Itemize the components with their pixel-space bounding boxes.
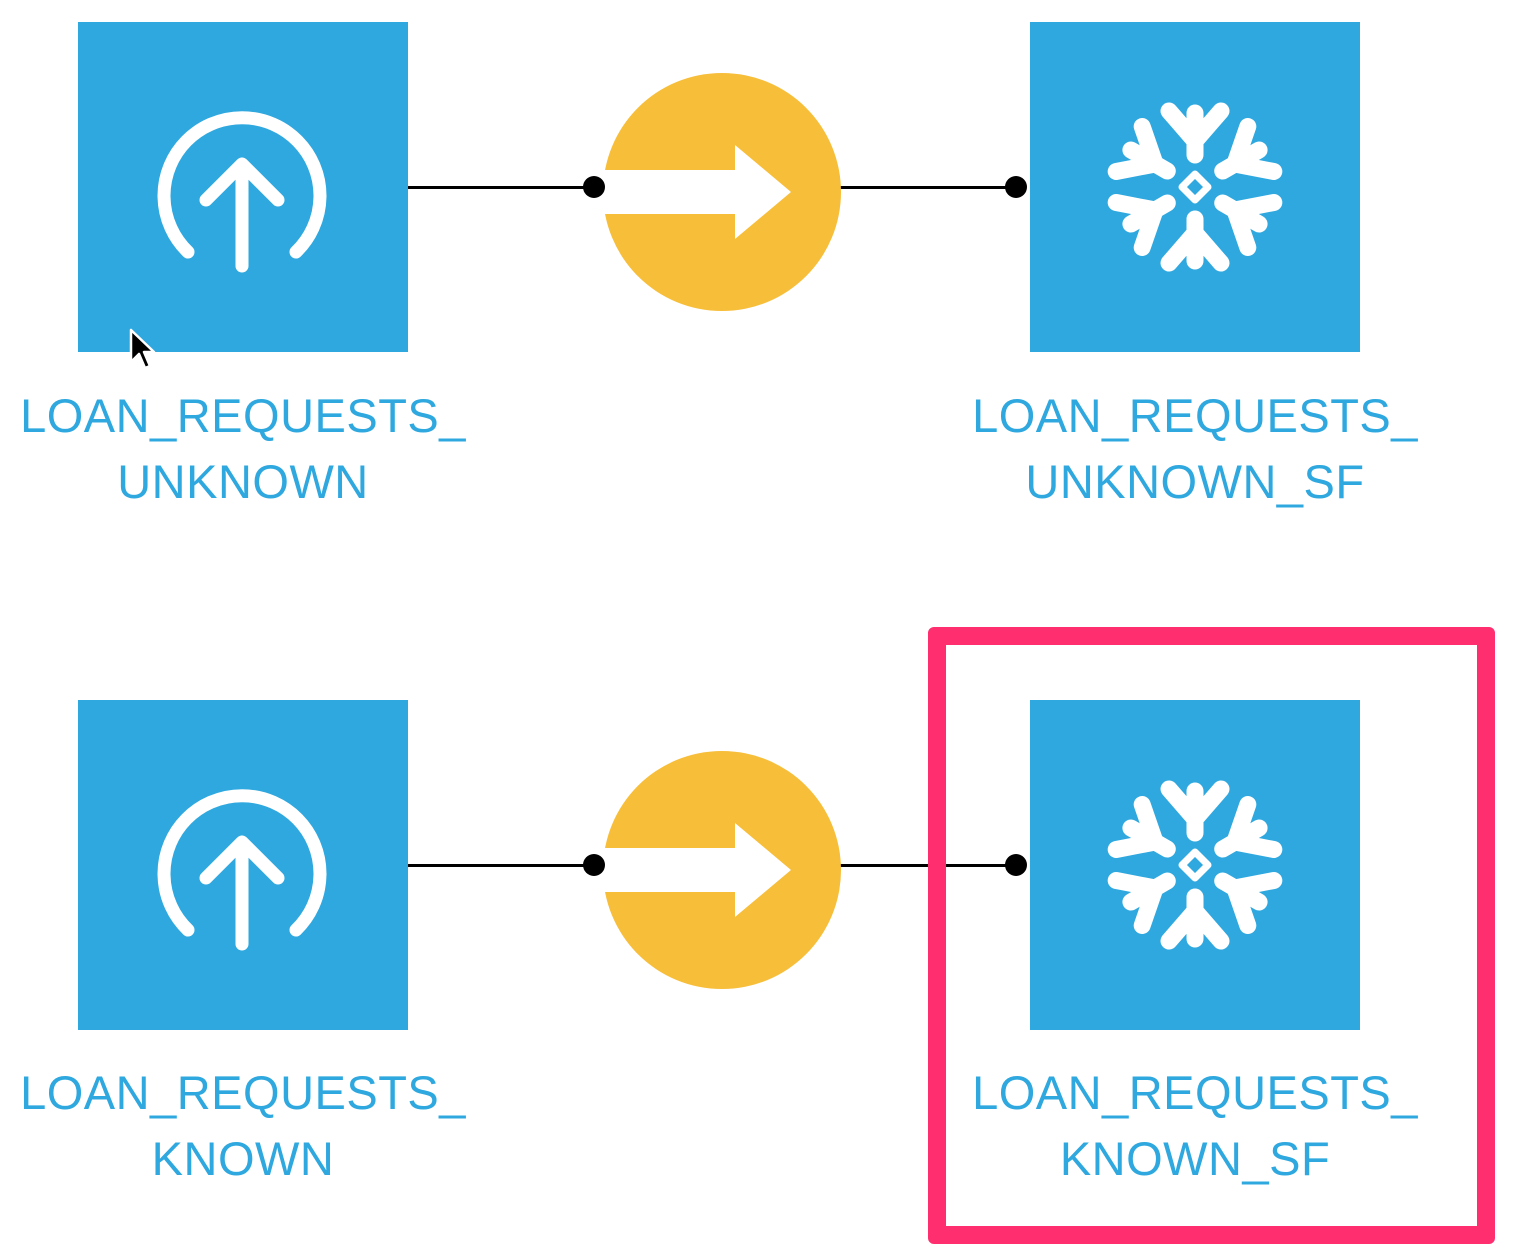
edge-source-to-recipe bbox=[408, 864, 596, 867]
dataset-label[interactable]: LOAN_REQUESTS_ UNKNOWN_SF bbox=[955, 383, 1435, 515]
label-line: LOAN_REQUESTS_ bbox=[20, 1066, 466, 1119]
selection-highlight-box bbox=[928, 627, 1495, 1244]
input-port bbox=[1005, 854, 1027, 876]
dataset-label[interactable]: LOAN_REQUESTS_ KNOWN bbox=[3, 1060, 483, 1192]
snowflake-icon bbox=[1030, 700, 1360, 1030]
input-port bbox=[1005, 176, 1027, 198]
dataset-node-loan-requests-unknown-sf[interactable] bbox=[1030, 22, 1360, 352]
dataset-label[interactable]: LOAN_REQUESTS_ KNOWN_SF bbox=[955, 1060, 1435, 1192]
label-line: LOAN_REQUESTS_ bbox=[972, 1066, 1418, 1119]
label-line: KNOWN_SF bbox=[1059, 1132, 1331, 1185]
label-line: UNKNOWN_SF bbox=[1025, 455, 1365, 508]
input-port bbox=[583, 176, 605, 198]
dataset-node-loan-requests-unknown[interactable] bbox=[78, 22, 408, 352]
label-line: LOAN_REQUESTS_ bbox=[20, 389, 466, 442]
edge-recipe-to-target bbox=[840, 186, 1020, 189]
input-port bbox=[583, 854, 605, 876]
edge-source-to-recipe bbox=[408, 186, 596, 189]
dataset-label[interactable]: LOAN_REQUESTS_ UNKNOWN bbox=[3, 383, 483, 515]
snowflake-icon bbox=[1030, 22, 1360, 352]
upload-icon bbox=[78, 22, 408, 352]
mouse-pointer-icon bbox=[129, 328, 156, 370]
upload-icon bbox=[78, 700, 408, 1030]
dataset-node-loan-requests-known-sf[interactable] bbox=[1030, 700, 1360, 1030]
label-line: UNKNOWN bbox=[117, 455, 369, 508]
label-line: LOAN_REQUESTS_ bbox=[972, 389, 1418, 442]
arrow-right-icon bbox=[603, 73, 841, 311]
dataset-node-loan-requests-known[interactable] bbox=[78, 700, 408, 1030]
arrow-right-icon bbox=[603, 751, 841, 989]
sync-recipe-unknown[interactable] bbox=[603, 73, 841, 311]
sync-recipe-known[interactable] bbox=[603, 751, 841, 989]
label-line: KNOWN bbox=[151, 1132, 335, 1185]
